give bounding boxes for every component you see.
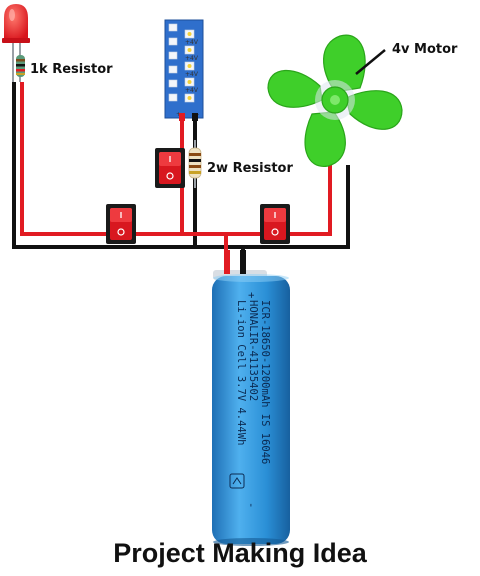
switch-motor[interactable] bbox=[260, 204, 290, 244]
led-strip-mark: +4V bbox=[185, 55, 199, 62]
resistor-1k-label: 1k Resistor bbox=[30, 62, 113, 77]
fan-motor bbox=[267, 34, 403, 167]
led-strip: +4V +4V +4V +4V + - bbox=[164, 19, 204, 121]
motor-label: 4v Motor bbox=[392, 42, 458, 57]
battery-plus: + bbox=[245, 292, 257, 298]
led-strip-mark: +4V bbox=[185, 87, 199, 94]
switch-strip[interactable] bbox=[155, 148, 185, 188]
red-wire-main bbox=[20, 82, 332, 236]
battery-minus: - bbox=[245, 502, 257, 508]
recycle-icon bbox=[229, 473, 245, 489]
resistor-1k bbox=[16, 55, 25, 77]
fan-blades bbox=[267, 34, 403, 167]
page-title: Project Making Idea bbox=[113, 538, 368, 568]
battery-text-line3: Li-ion Cell 3.7V 4.44Wh bbox=[235, 300, 247, 445]
led-strip-mark: +4V bbox=[185, 39, 199, 46]
switch-led[interactable] bbox=[106, 204, 136, 244]
battery-text-line1: ICR-18650-1200mAh IS 16046 bbox=[259, 300, 271, 464]
led-strip-mark: +4V bbox=[185, 71, 199, 78]
led-strip-plus: + bbox=[176, 111, 181, 118]
black-wire-main bbox=[12, 82, 350, 249]
led-strip-minus: - bbox=[197, 111, 199, 118]
battery-18650: + ICR-18650-1200mAh IS 16046 HONALIR-411… bbox=[212, 250, 290, 546]
resistor-2w-label: 2w Resistor bbox=[207, 161, 293, 176]
battery-text-line2: HONALIR-41135402 bbox=[247, 300, 259, 401]
resistor-2w bbox=[188, 140, 202, 188]
